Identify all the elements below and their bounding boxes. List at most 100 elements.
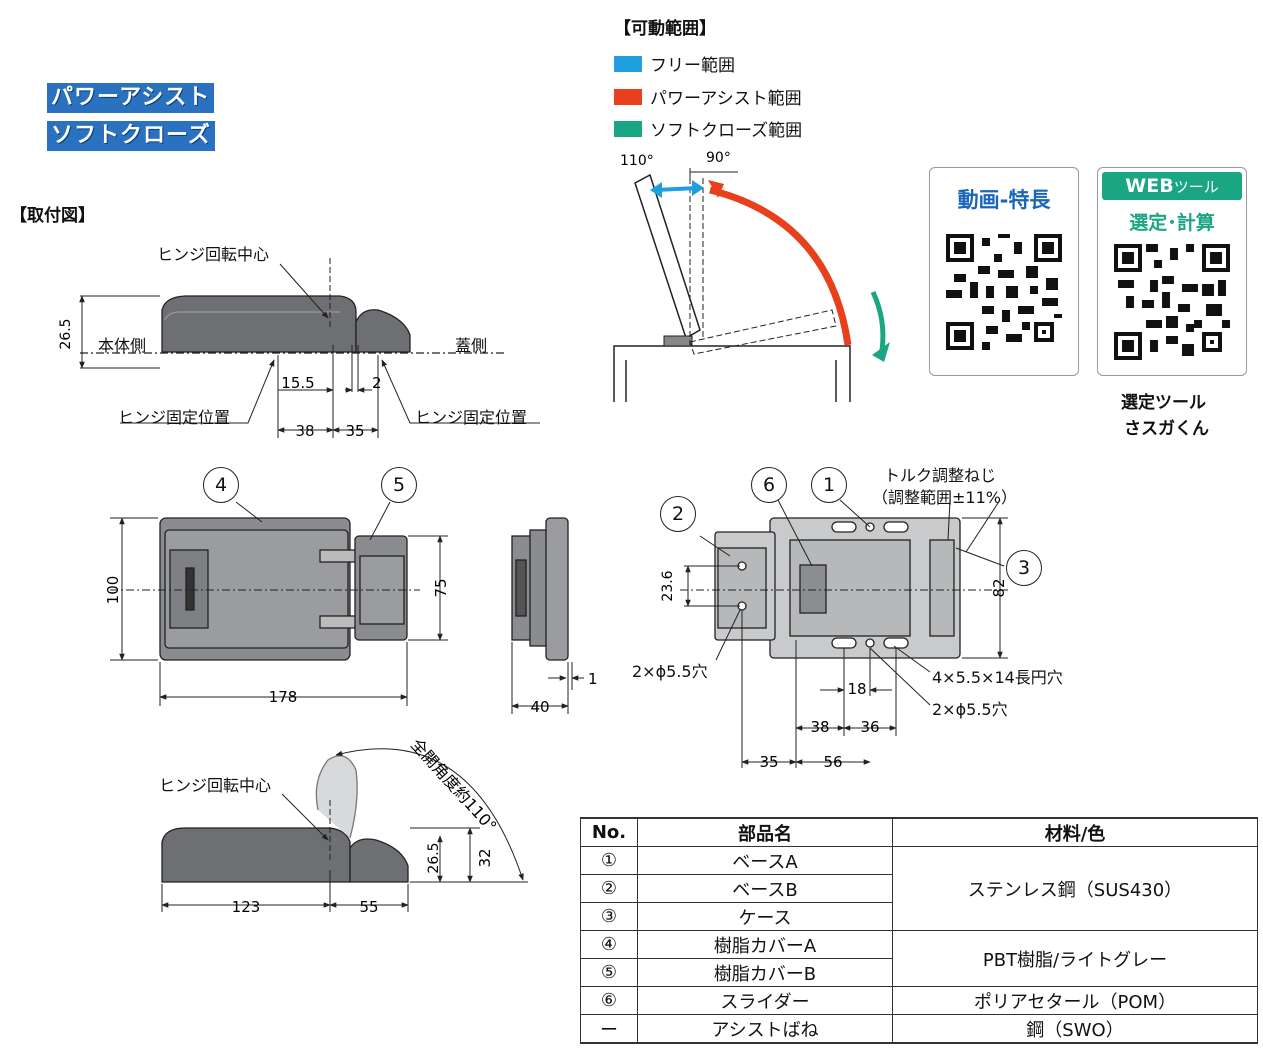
legend-soft-close: ソフトクローズ範囲 <box>614 116 802 141</box>
dim-75: 75 <box>432 578 450 597</box>
dim-35: 35 <box>345 422 364 440</box>
callout-4: 4 <box>203 467 239 503</box>
dim-36: 36 <box>860 718 879 736</box>
header-material: 材料/色 <box>892 817 1258 847</box>
table-row: ④ 樹脂カバーA PBT樹脂/ライトグレー <box>580 930 1258 987</box>
power-label: パワーアシスト範囲 <box>650 89 802 109</box>
dim-1: 1 <box>588 670 598 688</box>
dim-123: 123 <box>232 898 261 916</box>
table-row: ① ベースA ステンレス鋼（SUS430） <box>580 846 1258 931</box>
row-name: ベースA <box>637 846 893 875</box>
web-tool-qr-card[interactable]: WEBツール 選定･計算 <box>1097 167 1247 376</box>
slot-label: 4×5.5×14長円穴 <box>932 668 1063 687</box>
dim-56: 56 <box>823 753 842 771</box>
free-label: フリー範囲 <box>650 56 735 76</box>
row-name: ケース <box>637 902 893 931</box>
mount-side-view <box>79 258 540 438</box>
dim-100: 100 <box>104 576 122 605</box>
power-assist-badge: パワーアシスト <box>47 83 215 113</box>
table-row: ⑤ 樹脂カバーB <box>580 958 1258 987</box>
body-side-label: 本体側 <box>98 336 147 355</box>
dim-38b: 38 <box>810 718 829 736</box>
dim-55: 55 <box>359 898 378 916</box>
dim-82: 82 <box>990 578 1008 597</box>
top-plan-view <box>110 501 448 706</box>
row-no: ⑥ <box>580 986 638 1015</box>
dim-178: 178 <box>269 688 298 706</box>
hole-a-label: 2×ϕ5.5穴 <box>932 700 1008 719</box>
material-pbt: PBT樹脂/ライトグレー <box>892 930 1258 987</box>
motion-range-diagram <box>613 168 890 402</box>
callout-2: 2 <box>660 496 696 532</box>
torque-range-label: （調整範囲±11%） <box>872 488 1017 507</box>
row-no: ② <box>580 874 638 903</box>
lid-side-label: 蓋側 <box>455 336 488 355</box>
dim-26-5: 26.5 <box>58 318 74 349</box>
hinge-center-label: ヒンジ回転中心 <box>157 245 270 264</box>
web-badge-rest: ツール <box>1173 178 1219 196</box>
dim-2: 2 <box>372 374 382 392</box>
free-swatch <box>614 55 642 72</box>
parts-table: No. 部品名 材料/色 ① ベースA ステンレス鋼（SUS430） ② ベース… <box>580 817 1258 1044</box>
motion-range-title: 【可動範囲】 <box>614 19 716 39</box>
torque-screw-label: トルク調整ねじ <box>884 466 997 485</box>
material-stainless: ステンレス鋼（SUS430） <box>892 846 1258 931</box>
dim-15-5: 15.5 <box>281 374 314 392</box>
header-name: 部品名 <box>637 817 893 847</box>
dim-23-6: 23.6 <box>660 570 676 601</box>
narrow-side-view <box>511 517 584 714</box>
material-steel: 鋼（SWO） <box>892 1014 1258 1044</box>
angle-90: 90° <box>706 150 731 166</box>
web-badge-bold: WEB <box>1125 175 1174 197</box>
web-tool-qr-code[interactable] <box>1114 244 1230 360</box>
web-tool-title: 選定･計算 <box>1129 212 1215 234</box>
dim-18: 18 <box>847 680 866 698</box>
dim-38: 38 <box>295 422 314 440</box>
hole-b-label: 2×ϕ5.5穴 <box>632 662 708 681</box>
hinge-fix-left-label: ヒンジ固定位置 <box>118 408 231 427</box>
table-row: ー アシストばね 鋼（SWO） <box>580 1014 1258 1044</box>
web-tool-caption-1: 選定ツール <box>1121 393 1206 413</box>
table-row: ② ベースB <box>580 874 1258 903</box>
open-hinge-center-label: ヒンジ回転中心 <box>159 776 272 795</box>
angle-110: 110° <box>620 153 654 169</box>
dim-26-5b: 26.5 <box>426 842 442 873</box>
soft-label: ソフトクローズ範囲 <box>650 121 803 141</box>
hinge-fix-right-label: ヒンジ固定位置 <box>415 408 528 427</box>
row-no: ① <box>580 846 638 875</box>
legend-power-assist: パワーアシスト範囲 <box>614 84 802 109</box>
row-name: アシストばね <box>637 1014 893 1044</box>
video-qr-title: 動画-特長 <box>957 188 1051 212</box>
soft-close-badge: ソフトクローズ <box>47 121 215 151</box>
row-no: ⑤ <box>580 958 638 987</box>
row-name: 樹脂カバーB <box>637 958 893 987</box>
power-swatch <box>614 88 642 105</box>
mount-drawing-title: 【取付図】 <box>10 206 95 226</box>
row-name: スライダー <box>637 986 893 1015</box>
dim-40: 40 <box>530 698 549 716</box>
dim-32: 32 <box>476 848 494 867</box>
row-name: ベースB <box>637 874 893 903</box>
web-tool-caption-2: さスガくん <box>1124 419 1209 439</box>
header-no: No. <box>580 817 638 847</box>
row-name: 樹脂カバーA <box>637 930 893 959</box>
full-open-angle: 全開角度約110° <box>407 735 500 836</box>
callout-1: 1 <box>811 467 847 503</box>
material-pom: ポリアセタール（POM） <box>892 986 1258 1015</box>
callout-3: 3 <box>1006 550 1042 586</box>
soft-swatch <box>614 120 642 137</box>
dim-35b: 35 <box>759 753 778 771</box>
legend-free: フリー範囲 <box>614 51 735 76</box>
row-no: ④ <box>580 930 638 959</box>
video-qr-card[interactable]: 動画-特長 <box>929 167 1079 376</box>
row-no: ③ <box>580 902 638 931</box>
table-row: ⑥ スライダー ポリアセタール（POM） <box>580 986 1258 1015</box>
callout-6: 6 <box>751 467 787 503</box>
bottom-view <box>680 499 1010 768</box>
video-qr-code[interactable] <box>946 234 1062 350</box>
open-view <box>161 748 528 912</box>
web-tool-badge: WEBツール <box>1102 172 1242 200</box>
callout-5: 5 <box>381 467 417 503</box>
row-no: ー <box>580 1014 638 1044</box>
